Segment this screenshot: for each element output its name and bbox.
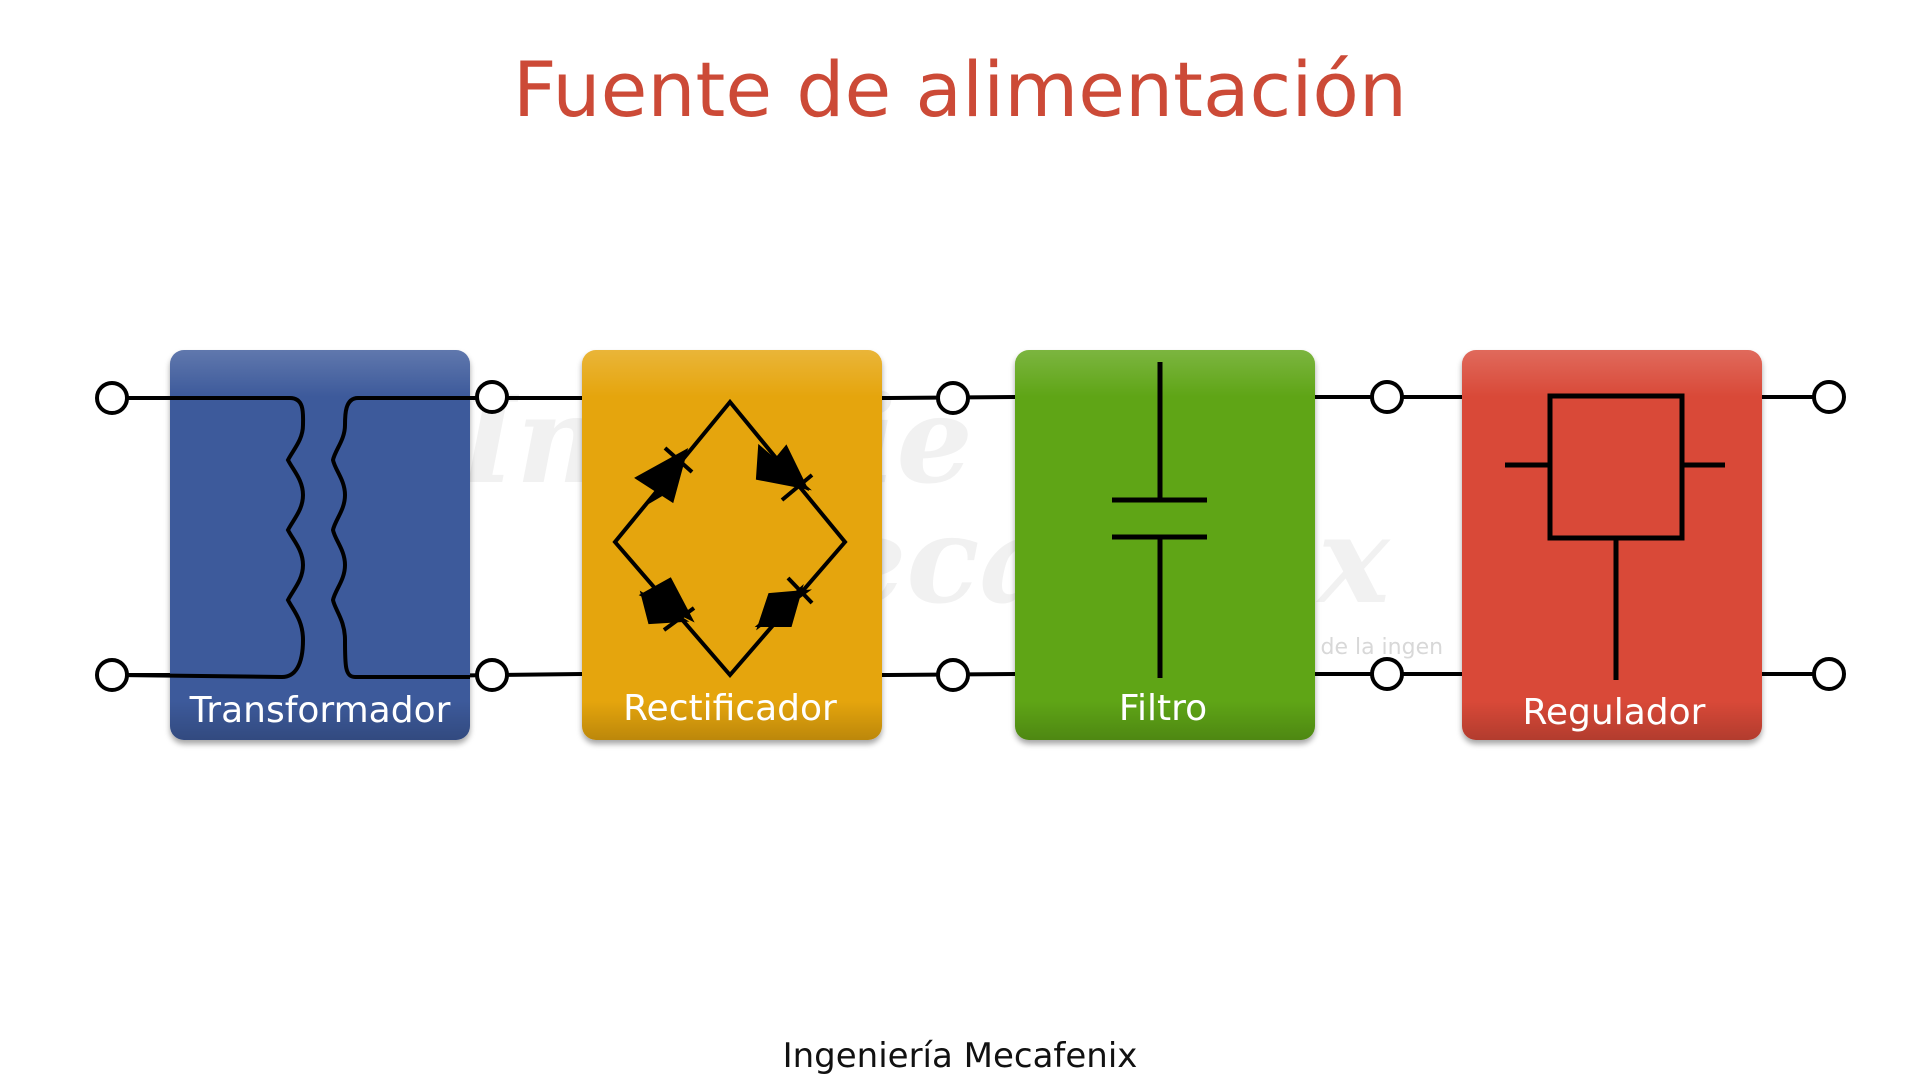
regulator-symbol — [1505, 393, 1725, 680]
terminal-output-bottom — [1812, 657, 1846, 691]
terminals — [95, 380, 1846, 692]
block-transformador: Transformador — [111, 350, 470, 740]
block-label-transformador: Transformador — [189, 690, 451, 731]
terminal-output-top — [1812, 380, 1846, 414]
diode-top-right — [755, 443, 814, 502]
footer-credit: Ingeniería Mecafenix — [782, 1036, 1138, 1076]
terminal-f-reg-bottom — [1370, 657, 1404, 691]
block-label-rectificador: Rectificador — [623, 688, 837, 729]
diode-bottom-left — [638, 577, 696, 632]
transformer-symbol — [111, 396, 470, 680]
terminal-r-f-bottom — [936, 658, 970, 692]
terminal-r-f-top — [936, 381, 970, 415]
capacitor-symbol — [1112, 362, 1207, 678]
block-rectificador: Rectificador — [582, 350, 882, 740]
block-filtro: Filtro — [1015, 350, 1315, 740]
block-label-filtro: Filtro — [1119, 688, 1207, 729]
page-title: Fuente de alimentación — [512, 45, 1408, 134]
terminal-t-r-bottom — [475, 658, 509, 692]
block-regulador: Regulador — [1462, 350, 1762, 740]
terminal-input-top — [95, 381, 129, 415]
terminal-t-r-top — [475, 380, 509, 414]
terminal-f-reg-top — [1370, 380, 1404, 414]
terminal-input-bottom — [95, 658, 129, 692]
diode-bottom-right — [754, 576, 814, 631]
diode-top-left — [634, 446, 694, 506]
block-label-regulador: Regulador — [1523, 692, 1706, 733]
